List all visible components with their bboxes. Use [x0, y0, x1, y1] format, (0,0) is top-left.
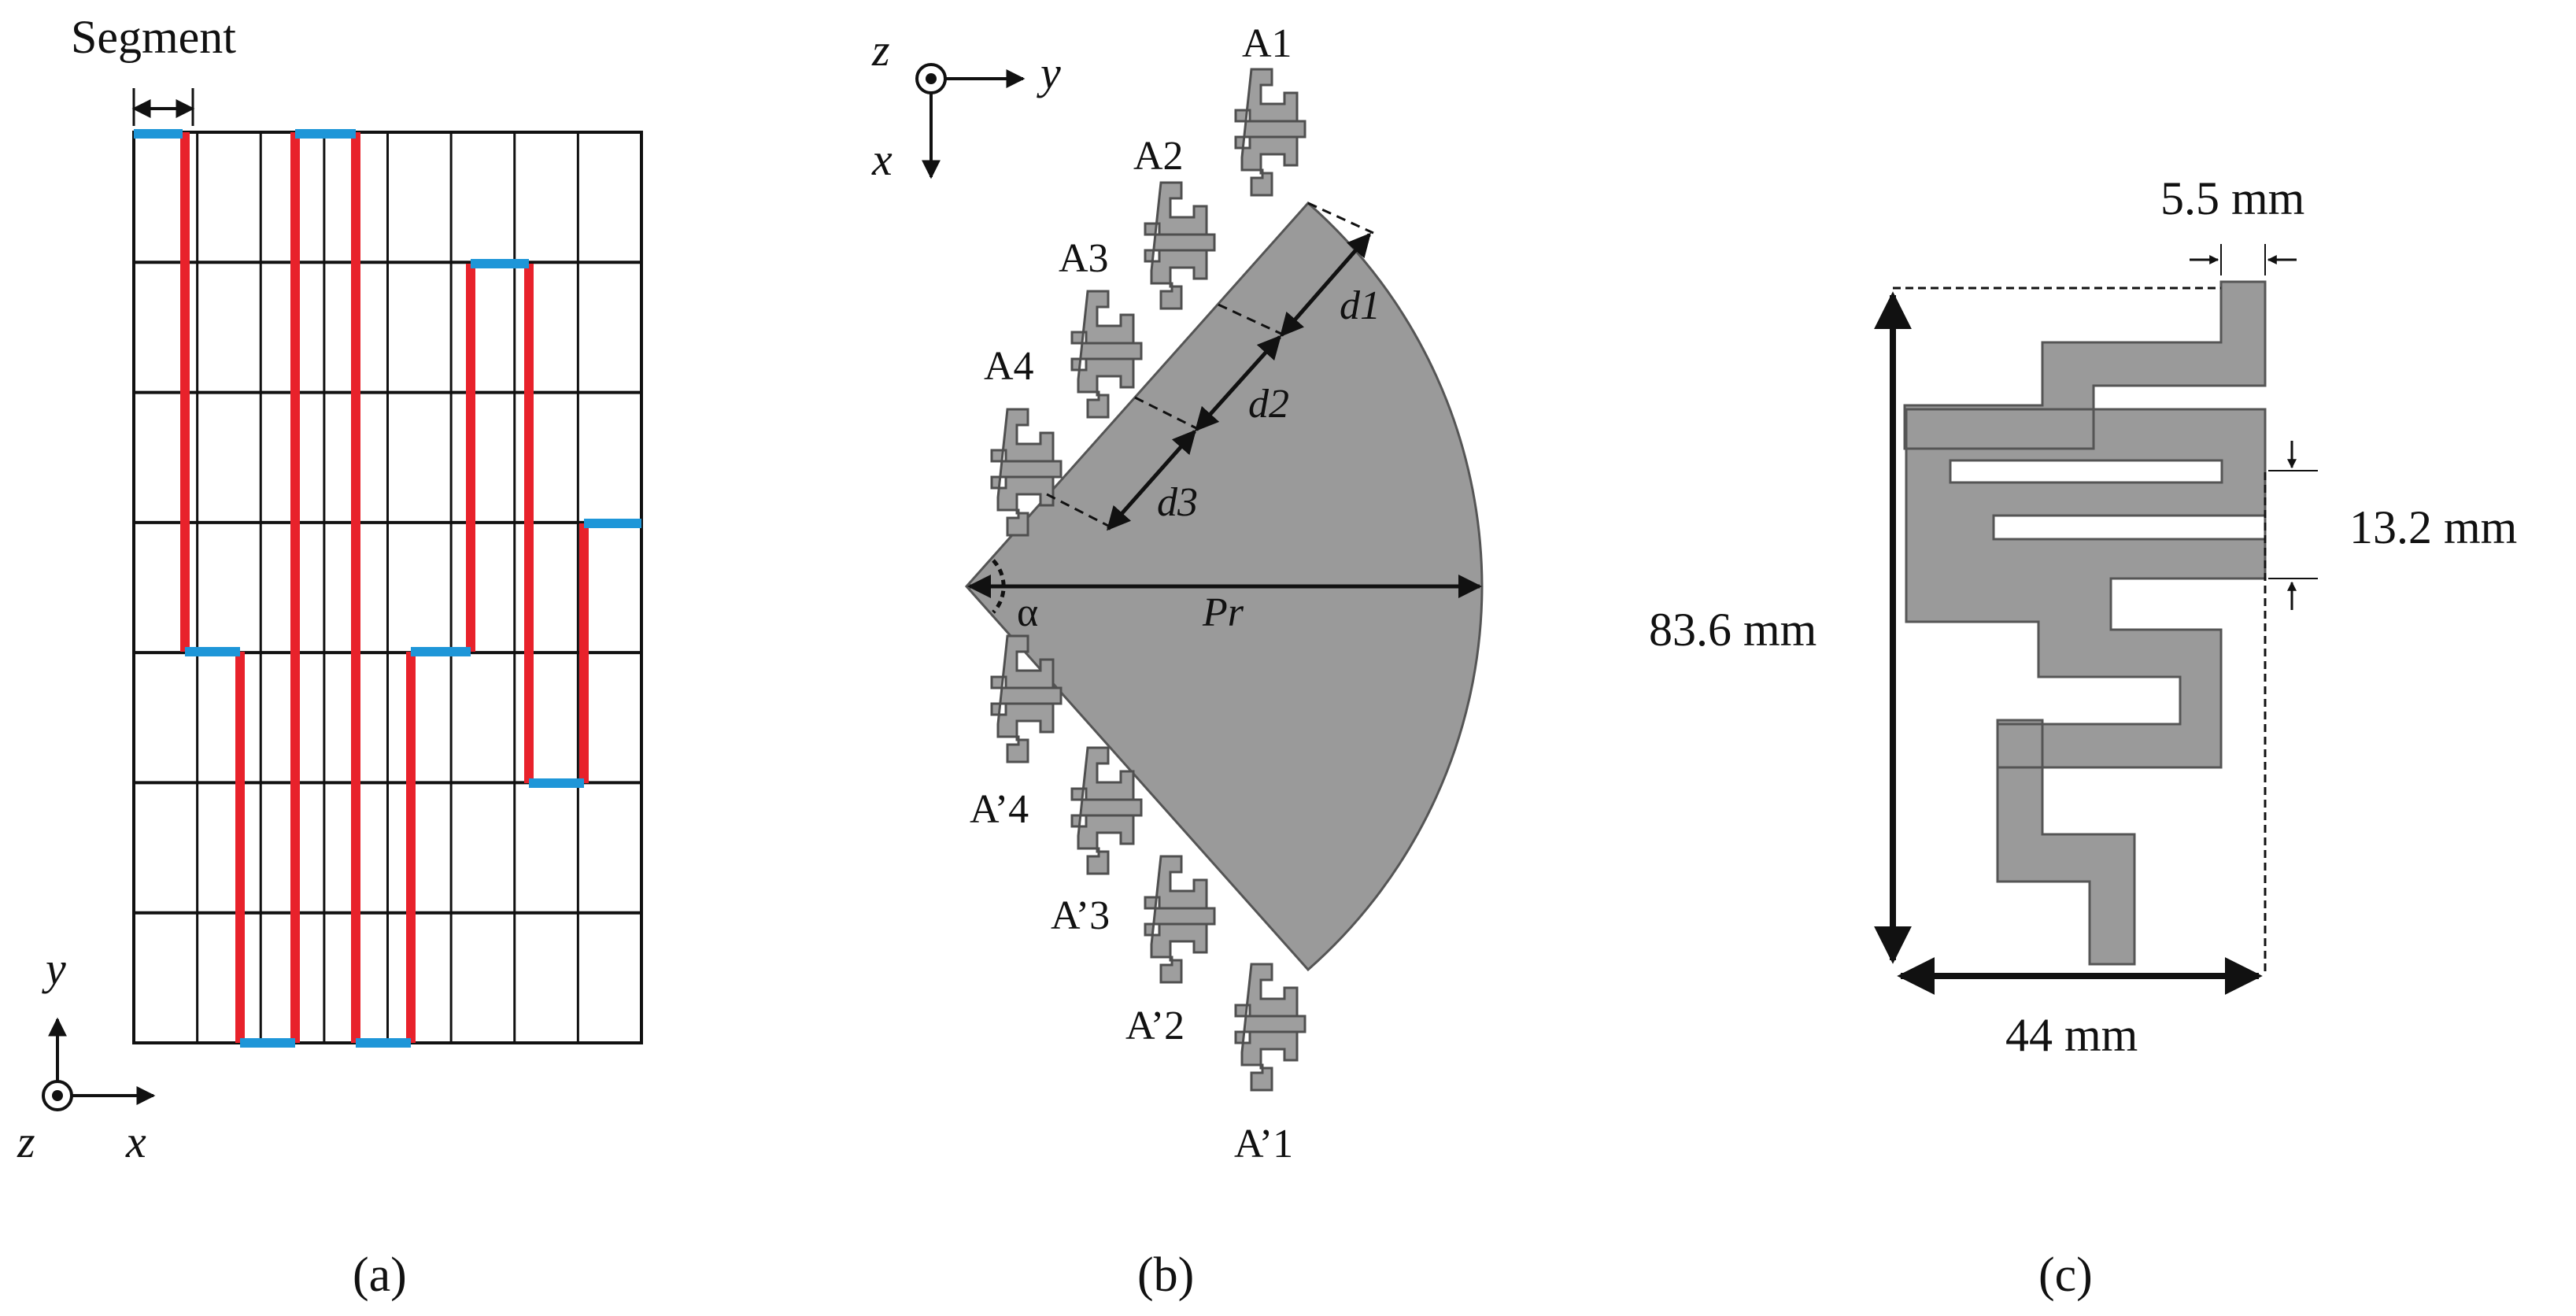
panel-a-axes: y z x — [17, 943, 156, 1167]
label-a3: A3 — [1059, 236, 1109, 281]
axis-z-label: z — [17, 1116, 35, 1167]
label-ap2: A’2 — [1125, 1004, 1185, 1048]
panel-a-blue-caps — [134, 129, 641, 1048]
label-a4: A4 — [984, 344, 1034, 389]
d2-arrow — [1194, 335, 1282, 432]
panel-c: 5.5 mm 13.2 mm 83.6 mm 44 mm (c) — [1649, 172, 2517, 1302]
dim-pitch: 13.2 mm — [2349, 501, 2517, 553]
axis-x-label: x — [125, 1116, 146, 1167]
meander-ap1 — [1234, 963, 1306, 1092]
panel-a-red-lines — [180, 132, 589, 1043]
axis-y-label: y — [42, 943, 66, 994]
label-pr: Pr — [1202, 590, 1244, 635]
caption-c: (c) — [2038, 1248, 2093, 1302]
axis-x-label-b: x — [871, 134, 893, 185]
meander-a1 — [1234, 68, 1306, 197]
panel-a-grid — [132, 131, 643, 1044]
panel-a: Segment y z x (a) — [17, 11, 643, 1302]
axis-z-label-b: z — [871, 24, 890, 76]
label-a1: A1 — [1242, 21, 1292, 66]
segment-label: Segment — [71, 11, 236, 63]
dashed-ref-lines — [1046, 201, 1374, 529]
label-d2: d2 — [1248, 382, 1289, 427]
caption-a: (a) — [353, 1248, 407, 1302]
meander-ap2 — [1144, 855, 1216, 984]
dim-width: 44 mm — [2005, 1009, 2138, 1061]
caption-b: (b) — [1137, 1248, 1194, 1302]
d3-arrow — [1107, 429, 1196, 531]
d-arrows — [1107, 232, 1371, 531]
meander-a3 — [1070, 290, 1143, 419]
label-d3: d3 — [1157, 480, 1198, 525]
label-ap3: A’3 — [1051, 893, 1110, 938]
axis-y-label-b: y — [1037, 47, 1061, 98]
meander-slots — [1949, 459, 2267, 541]
dim-width-top: 5.5 mm — [2160, 172, 2304, 224]
label-alpha: α — [1017, 590, 1038, 635]
label-ap1: A’1 — [1234, 1122, 1293, 1166]
panel-b-axes: z y x — [871, 24, 1061, 185]
label-d1: d1 — [1340, 283, 1380, 328]
dim-height: 83.6 mm — [1649, 604, 1817, 656]
label-ap4: A’4 — [970, 787, 1029, 832]
d1-arrow — [1280, 232, 1371, 338]
meander-a2 — [1144, 181, 1216, 310]
panel-b: z y x A1 A2 A3 A4 A’4 A’3 A’2 A’1 — [871, 21, 1484, 1302]
panel-c-dimensions — [1874, 244, 2318, 995]
meander-trace — [1903, 280, 2267, 966]
label-a2: A2 — [1133, 134, 1184, 179]
